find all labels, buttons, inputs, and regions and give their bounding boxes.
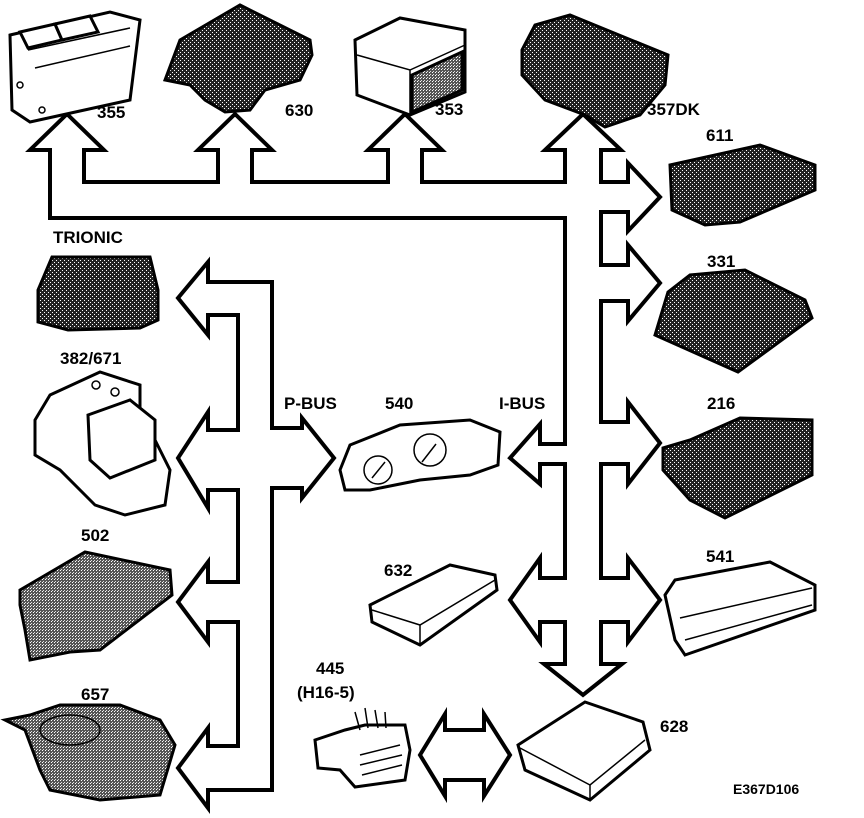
i-bus-network bbox=[25, 111, 663, 698]
component-632-icon bbox=[368, 563, 499, 647]
component-611-icon bbox=[668, 143, 817, 227]
component-540-icon bbox=[338, 418, 502, 492]
component-657-icon bbox=[0, 703, 177, 802]
component-502-icon bbox=[18, 550, 174, 662]
diagnostic-double-arrow bbox=[417, 706, 513, 804]
label-i-bus: I-BUS bbox=[499, 394, 546, 413]
label-445: 445 bbox=[316, 659, 345, 678]
component-357dk-icon bbox=[520, 13, 670, 129]
label-540: 540 bbox=[385, 394, 414, 413]
component-445-icon bbox=[313, 707, 412, 789]
component-trionic-icon bbox=[36, 255, 160, 332]
component-353-icon bbox=[353, 16, 467, 117]
label-p-bus: P-BUS bbox=[284, 394, 337, 413]
component-331-icon bbox=[653, 268, 814, 374]
label-630: 630 bbox=[285, 101, 314, 120]
label-357dk: 357DK bbox=[647, 100, 700, 119]
label-445-connector: (H16-5) bbox=[297, 683, 355, 702]
label-632: 632 bbox=[384, 561, 413, 580]
label-502: 502 bbox=[81, 526, 110, 545]
figure-id: E367D106 bbox=[733, 781, 800, 797]
label-trionic: TRIONIC bbox=[53, 228, 123, 247]
p-bus-arrows bbox=[175, 256, 337, 814]
component-216-icon bbox=[661, 416, 814, 520]
label-353: 353 bbox=[435, 100, 464, 119]
label-216: 216 bbox=[707, 394, 736, 413]
component-630-icon bbox=[162, 3, 314, 114]
component-382-671-icon bbox=[33, 370, 172, 517]
i-bus-top-arrows bbox=[25, 111, 663, 698]
label-382-671: 382/671 bbox=[60, 349, 122, 368]
label-355: 355 bbox=[97, 103, 126, 122]
label-541: 541 bbox=[706, 547, 735, 566]
label-628: 628 bbox=[660, 717, 689, 736]
label-331: 331 bbox=[707, 252, 736, 271]
component-355-icon bbox=[8, 10, 142, 124]
label-611: 611 bbox=[706, 126, 734, 145]
component-628-icon bbox=[516, 700, 652, 802]
component-541-icon bbox=[663, 560, 817, 657]
p-bus-network bbox=[175, 256, 337, 814]
label-657: 657 bbox=[81, 685, 110, 704]
